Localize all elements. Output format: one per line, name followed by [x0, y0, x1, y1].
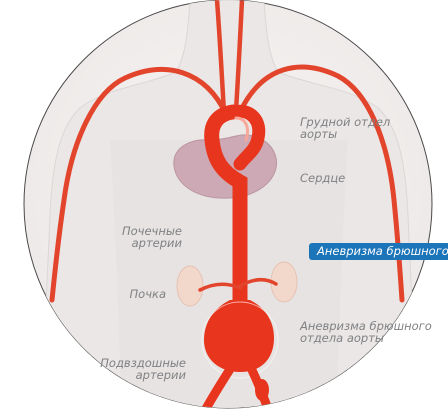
- iliac-aneurysm: [255, 379, 269, 401]
- left-kidney: [177, 266, 203, 306]
- label-iliac-arteries: Подвздошные артерии: [84, 357, 186, 381]
- label-heart: Сердце: [300, 172, 345, 184]
- label-renal-arteries: Почечные артерии: [102, 225, 182, 249]
- label-kidney: Почка: [102, 288, 166, 300]
- aneurysm-banner: Аневризма брюшного отдела аорты: [309, 243, 448, 260]
- aneurysm-banner-text: Аневризма брюшного отдела аорты: [317, 245, 448, 258]
- label-abdominal-aneurysm: Аневризма брюшного отдела аорты: [300, 320, 432, 344]
- label-thoracic-aorta: Грудной отдел аорты: [300, 116, 390, 140]
